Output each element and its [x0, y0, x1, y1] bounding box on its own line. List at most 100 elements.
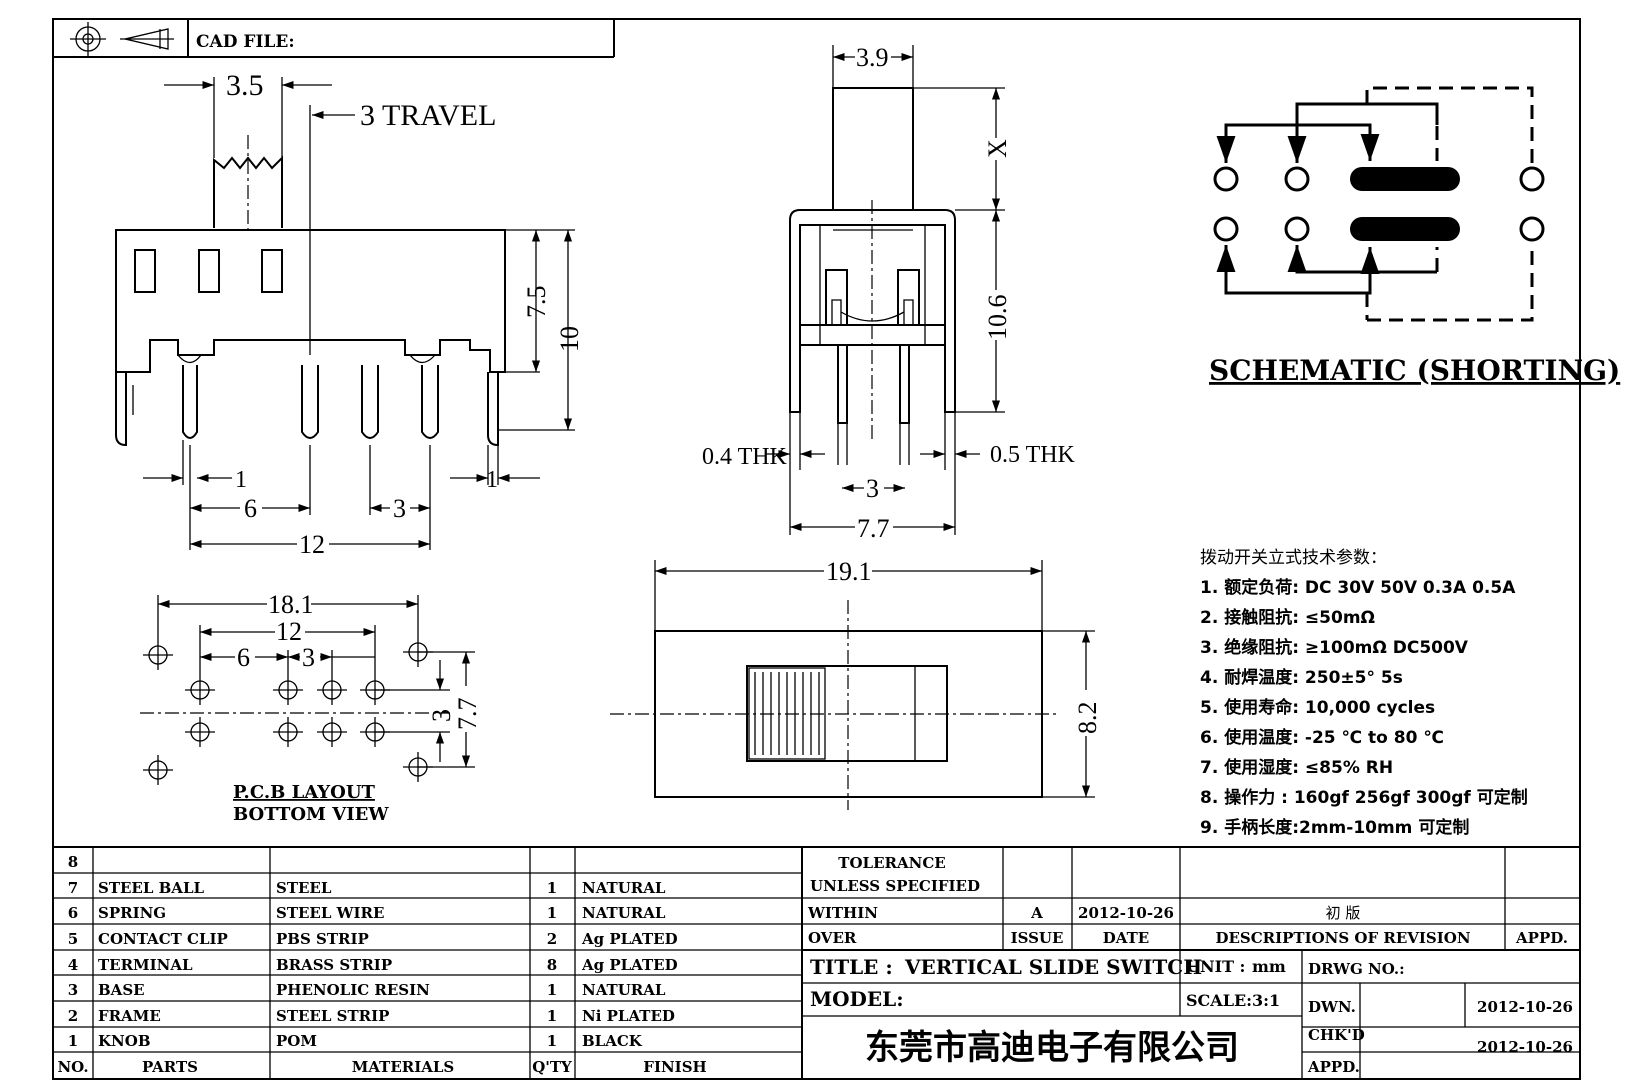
bom-no: 2 [68, 1007, 78, 1025]
unit-label: UNIT : [1186, 957, 1245, 976]
bom-part: TERMINAL [98, 956, 193, 974]
bom-no: 1 [68, 1032, 78, 1050]
projection-symbol-icon [70, 22, 174, 56]
bom-part: CONTACT CLIP [98, 930, 228, 948]
bom-row: 3 BASE PHENOLIC RESIN 1 NATURAL [68, 981, 666, 999]
tolerance-label: TOLERANCE [838, 854, 945, 872]
dim-pin-pitch: 3 [866, 474, 879, 503]
dim-front-height: 10.6 [983, 295, 1012, 341]
bom-finish: Ag PLATED [581, 930, 678, 948]
spec-item: 3. 绝缘阻抗: ≥100mΩ DC500V [1200, 637, 1469, 658]
bom-row: 1 KNOB POM 1 BLACK [68, 1032, 643, 1050]
bom-part: STEEL BALL [98, 879, 204, 897]
schematic-terminals [1213, 166, 1545, 242]
pcb-layout: 18.1 12 6 3 3 7.7 P.C.B LAYOUT BOTTOM VI… [140, 590, 482, 825]
bom-row: 5 CONTACT CLIP PBS STRIP 2 Ag PLATED [68, 930, 678, 948]
bom-material: STEEL STRIP [276, 1007, 389, 1025]
bom-part: FRAME [98, 1007, 161, 1025]
unless-specified-label: UNLESS SPECIFIED [810, 877, 980, 895]
dim-height-total: 10 [555, 326, 584, 352]
bom-header-materials: MATERIALS [352, 1058, 455, 1076]
bom-no: 6 [68, 904, 78, 922]
bom-finish: NATURAL [582, 981, 666, 999]
pad-holes [185, 675, 390, 747]
front-view: 3.9 X 10.6 0.4 THK 0.5 THK 3 7.7 [702, 43, 1076, 543]
bom-material: BRASS STRIP [276, 956, 392, 974]
bom-qty: 1 [547, 904, 557, 922]
dim-pin-spacing-6: 6 [244, 494, 257, 523]
revision-description: 初 版 [1326, 904, 1361, 922]
bom-row: 8 [68, 853, 78, 871]
dim-travel: 3 TRAVEL [360, 99, 496, 132]
bom-header-row: NO. PARTS MATERIALS Q'TY FINISH [57, 1058, 706, 1076]
schematic-title: SCHEMATIC (SHORTING) [1209, 354, 1620, 387]
company-name: 东莞市高迪电子有限公司 [865, 1028, 1239, 1068]
revision-date: 2012-10-26 [1078, 904, 1174, 922]
spec-item: 4. 耐焊温度: 250±5° 5s [1200, 667, 1403, 688]
mount-hole-bottom-left [143, 755, 173, 785]
mount-hole-top-left [143, 640, 173, 670]
bom-finish: NATURAL [582, 879, 666, 897]
bom-finish: BLACK [582, 1032, 643, 1050]
spec-item: 2. 接触阻抗: ≤50mΩ [1200, 607, 1375, 628]
bom-qty: 1 [547, 981, 557, 999]
scale-label: SCALE: [1186, 991, 1252, 1010]
pcb-subtitle: BOTTOM VIEW [233, 804, 389, 825]
scale-value: 3:1 [1252, 991, 1280, 1010]
bom-row: 7 STEEL BALL STEEL 1 NATURAL [68, 879, 666, 897]
cad-file-label: CAD FILE: [196, 32, 295, 52]
spec-item: 5. 使用寿命: 10,000 cycles [1200, 697, 1435, 718]
drwg-no-label: DRWG NO.: [1308, 960, 1405, 978]
schematic: SCHEMATIC (SHORTING) [1209, 86, 1620, 387]
pcb-title: P.C.B LAYOUT [233, 782, 376, 803]
chkd-date: 2012-10-26 [1477, 1038, 1573, 1056]
side-view: 3.5 3 TRAVEL 7.5 10 1 1 6 3 12 [115, 69, 584, 559]
top-view: 19.1 8.2 [610, 557, 1102, 810]
date-label: DATE [1103, 929, 1149, 947]
dim-front-width: 7.7 [857, 514, 890, 543]
bom-material: STEEL [276, 879, 332, 897]
bom-part: SPRING [98, 904, 166, 922]
spec-item: 9. 手柄长度:2mm-10mm 可定制 [1200, 817, 1469, 838]
over-label: OVER [808, 929, 857, 947]
bom-part: KNOB [98, 1032, 151, 1050]
dim-left-thk: 0.4 THK [702, 444, 788, 470]
title-label: TITLE : [810, 955, 893, 979]
dim-height-upper: 7.5 [522, 286, 551, 319]
dim-top-width: 8.2 [1073, 702, 1102, 735]
within-label: WITHIN [807, 904, 878, 922]
bom-qty: 8 [547, 956, 557, 974]
bom-material: POM [276, 1032, 317, 1050]
dim-right-thk: 0.5 THK [990, 442, 1076, 468]
bom-material: PBS STRIP [276, 930, 369, 948]
spec-item: 7. 使用湿度: ≤85% RH [1200, 757, 1393, 778]
header-cell: CAD FILE: [53, 19, 615, 58]
pcb-dim-6: 6 [237, 643, 250, 672]
pcb-dim-row-3: 3 [427, 709, 456, 722]
bom-no: 3 [68, 981, 78, 999]
pcb-dim-3: 3 [302, 643, 315, 672]
bom-part: BASE [98, 981, 145, 999]
bom-finish: NATURAL [582, 904, 666, 922]
dim-knob-width: 3.5 [226, 69, 264, 102]
title-block: TOLERANCE UNLESS SPECIFIED WITHIN OVER A… [802, 847, 1580, 1079]
drawing-border [52, 18, 1581, 1080]
dim-pin-spacing-3: 3 [393, 494, 406, 523]
spec-item: 6. 使用温度: -25 ℃ to 80 ℃ [1200, 727, 1444, 748]
dim-pin-span: 12 [299, 530, 325, 559]
spec-list: 拨动开关立式技术参数： 1. 额定负荷: DC 30V 50V 0.3A 0.5… [1200, 548, 1528, 838]
appd2-label: APPD. [1307, 1058, 1360, 1076]
bom-table: 8 7 STEEL BALL STEEL 1 NATURAL 6 SPRING … [53, 846, 1580, 1079]
descriptions-label: DESCRIPTIONS OF REVISION [1215, 929, 1470, 947]
dim-pin-offset-right: 1 [486, 467, 498, 493]
bom-header-finish: FINISH [643, 1058, 706, 1076]
dwn-label: DWN. [1308, 998, 1356, 1016]
bom-no: 5 [68, 930, 78, 948]
bom-qty: 1 [547, 1007, 557, 1025]
dim-front-knob-width: 3.9 [856, 43, 889, 72]
dim-x: X [983, 139, 1012, 158]
dwn-date: 2012-10-26 [1477, 998, 1573, 1016]
bom-row: 4 TERMINAL BRASS STRIP 8 Ag PLATED [68, 956, 678, 974]
bom-no: 4 [68, 956, 78, 974]
